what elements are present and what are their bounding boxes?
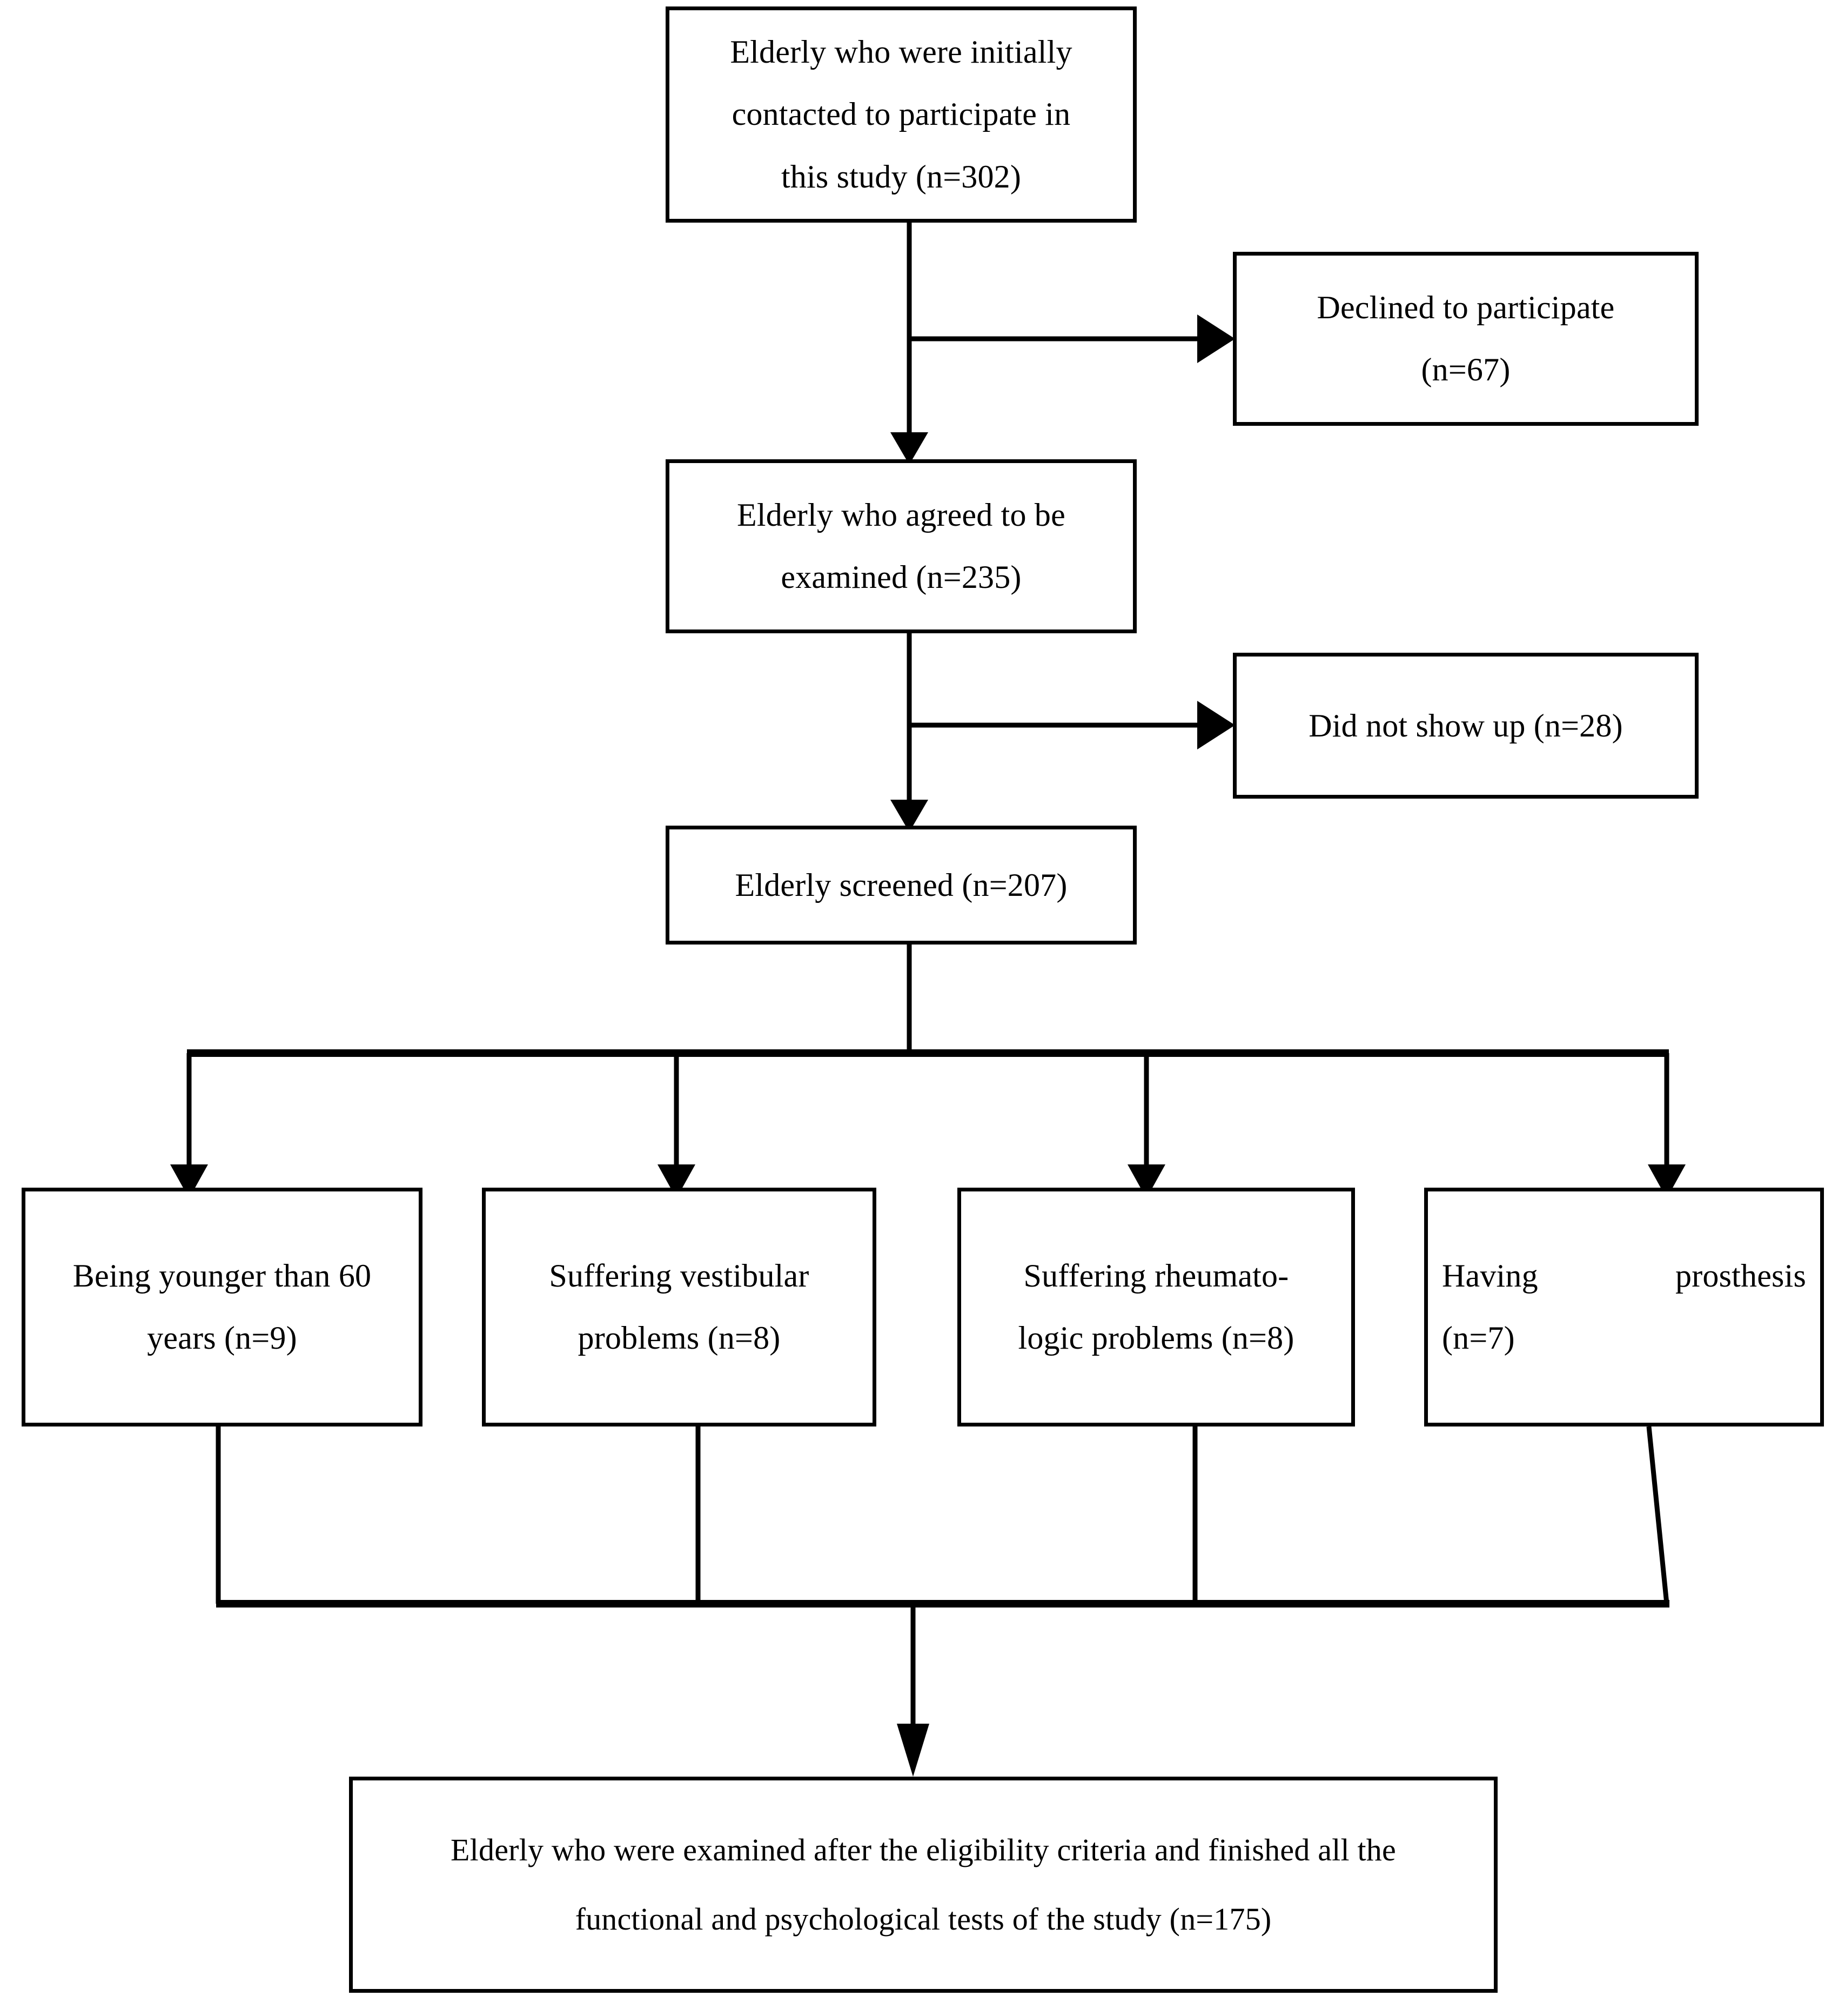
- node-exclusion-vestibular-problems: Suffering vestibular problems (n=8): [482, 1188, 876, 1426]
- node-initial-contact-line3: this study (n=302): [781, 158, 1022, 195]
- node-elderly-screened: Elderly screened (n=207): [666, 826, 1137, 945]
- node-excl-vestibular-line1: Suffering vestibular: [549, 1257, 809, 1294]
- node-no-show-line1: Did not show up (n=28): [1309, 708, 1623, 744]
- node-excl-age-line2: years (n=9): [147, 1320, 297, 1356]
- node-excl-vestibular-line2: problems (n=8): [578, 1320, 781, 1356]
- node-exclusion-rheumatologic-problems: Suffering rheumato- logic problems (n=8): [957, 1188, 1355, 1426]
- node-initial-contact: Elderly who were initially contacted to …: [666, 6, 1137, 223]
- node-excl-rheuma-line2: logic problems (n=8): [1018, 1320, 1294, 1356]
- edge-initial-to-agreed: [890, 223, 928, 465]
- edge-screened-fanout-bus: [187, 945, 1669, 1057]
- node-final-line1: Elderly who were examined after the elig…: [451, 1832, 1396, 1868]
- edge-agreed-to-no-show: [909, 701, 1235, 749]
- edge-agreed-to-screened: [890, 633, 928, 832]
- node-exclusion-younger-than-60: Being younger than 60 years (n=9): [22, 1188, 422, 1426]
- node-excl-rheuma-line1: Suffering rheumato-: [1023, 1257, 1289, 1294]
- node-final-analyzed-sample: Elderly who were examined after the elig…: [349, 1777, 1498, 1993]
- node-excl-prosthesis-line2: (n=7): [1442, 1320, 1515, 1356]
- edge-fanout-to-excl-vestibular: [658, 1053, 695, 1198]
- edge-fanout-to-excl-prosthesis: [1648, 1053, 1686, 1198]
- node-exclusion-having-prosthesis: Having prosthesis (n=7): [1424, 1188, 1824, 1426]
- node-final-line2: functional and psychological tests of th…: [575, 1901, 1272, 1937]
- edge-fanout-to-excl-rheuma: [1128, 1053, 1165, 1198]
- node-initial-contact-line1: Elderly who were initially: [730, 34, 1072, 70]
- edge-excl-prosthesis-to-merge: [1646, 1426, 1669, 1604]
- node-excl-age-line1: Being younger than 60: [72, 1257, 372, 1294]
- node-declined-to-participate: Declined to participate (n=67): [1233, 252, 1699, 426]
- edge-initial-to-declined: [909, 314, 1235, 363]
- node-did-not-show-up: Did not show up (n=28): [1233, 653, 1699, 799]
- node-declined-line2: (n=67): [1421, 352, 1511, 387]
- node-declined-line1: Declined to participate: [1317, 289, 1615, 325]
- node-agreed-line2: examined (n=235): [781, 559, 1022, 595]
- node-initial-contact-line2: contacted to participate in: [732, 96, 1071, 132]
- node-agreed-to-be-examined: Elderly who agreed to be examined (n=235…: [666, 459, 1137, 633]
- node-excl-prosthesis-line1: Having prosthesis: [1442, 1257, 1806, 1294]
- node-agreed-line1: Elderly who agreed to be: [737, 497, 1065, 533]
- edge-fanout-to-excl-age: [170, 1053, 208, 1198]
- edge-merge-bus-to-final: [216, 1600, 1669, 1777]
- node-screened-line1: Elderly screened (n=207): [735, 867, 1068, 903]
